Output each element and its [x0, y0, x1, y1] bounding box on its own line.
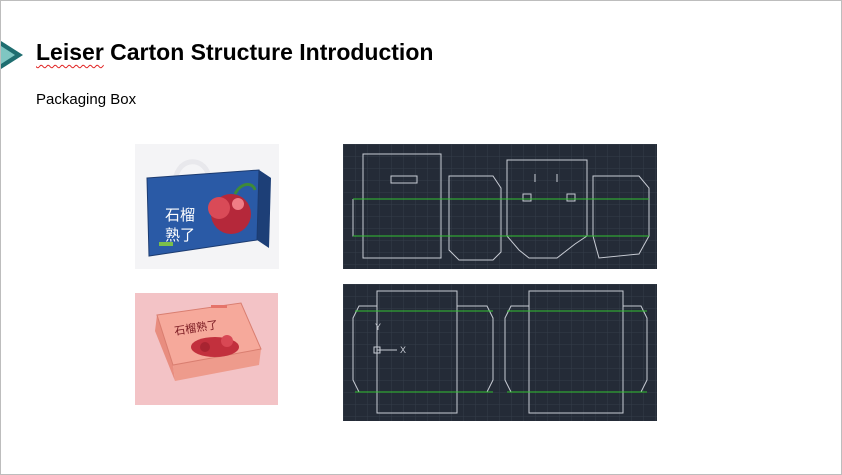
pink-box-text: 石榴熟了: [173, 317, 219, 338]
dieline-2-svg: Y X: [343, 284, 657, 421]
blue-box-text-1: 石榴: [165, 206, 195, 224]
blue-gift-box-illustration: 石榴 熟了: [146, 159, 271, 257]
pink-gift-box-illustration: 石榴熟了: [155, 302, 262, 381]
cad-dieline-drawing-2: Y X: [343, 284, 657, 421]
axis-x-label: X: [400, 345, 406, 355]
blue-box-text-2: 熟了: [165, 226, 195, 244]
title-rest: Carton Structure Introduction: [103, 39, 434, 65]
title-brand: Leiser: [36, 39, 104, 65]
pink-gift-box-image: 石榴熟了: [135, 293, 278, 405]
dieline-1-svg: [343, 144, 657, 269]
cad-dieline-drawing-1: [343, 144, 657, 269]
ucs-axis-icon: [373, 332, 397, 354]
axis-y-label: Y: [375, 322, 381, 332]
accent-arrow-icon: [1, 41, 23, 69]
slide-title: Leiser Carton Structure Introduction: [36, 39, 433, 66]
slide-subtitle: Packaging Box: [36, 91, 137, 108]
blue-gift-box-image: 石榴 熟了: [135, 144, 279, 269]
